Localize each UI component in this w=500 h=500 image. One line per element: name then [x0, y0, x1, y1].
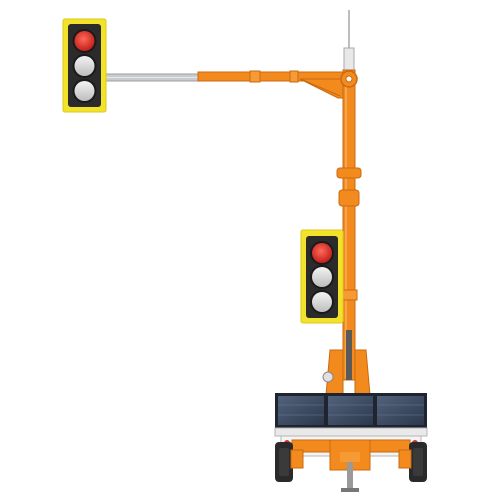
trailer-body [274, 427, 428, 492]
upper-traffic-signal [62, 18, 107, 113]
lower-red-lamp [310, 241, 334, 265]
solar-panel-right [377, 396, 424, 425]
right-wheel [409, 442, 427, 482]
left-wheel [275, 442, 293, 482]
orange-mast-arm [197, 70, 351, 99]
silver-arm-extension [99, 73, 206, 82]
vertical-mast [336, 69, 362, 381]
lower-green-lamp [310, 290, 334, 314]
lower-traffic-signal [300, 229, 344, 324]
upper-amber-lamp [72, 54, 97, 78]
solar-panel-left [278, 396, 324, 425]
solar-panel-center [328, 396, 373, 425]
upper-red-lamp [72, 29, 97, 53]
lower-amber-lamp [310, 265, 334, 289]
solar-panel-array [275, 393, 427, 428]
antenna [343, 10, 355, 71]
upper-green-lamp [72, 79, 97, 103]
fenders [290, 449, 412, 469]
